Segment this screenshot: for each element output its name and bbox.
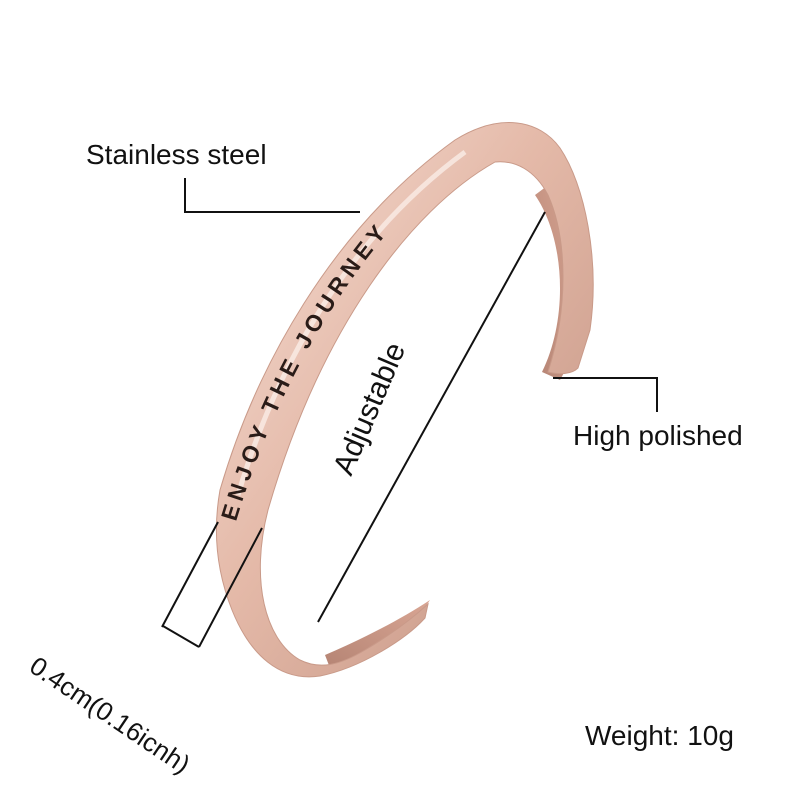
finish-label: High polished bbox=[573, 420, 743, 451]
cuff-front-band bbox=[215, 122, 594, 678]
adjustable-callout-line bbox=[317, 211, 546, 623]
material-label: Stainless steel bbox=[86, 139, 267, 170]
cuff-highlight bbox=[235, 149, 467, 496]
width-dimension-arrow bbox=[162, 625, 200, 648]
finish-callout-line bbox=[553, 377, 658, 412]
cuff-bottom-end bbox=[325, 600, 430, 668]
width-dimension-line-left bbox=[161, 521, 219, 628]
weight-label: Weight: 10g bbox=[585, 720, 734, 751]
material-callout-line bbox=[184, 178, 360, 213]
width-dimension-line-right bbox=[198, 527, 263, 648]
